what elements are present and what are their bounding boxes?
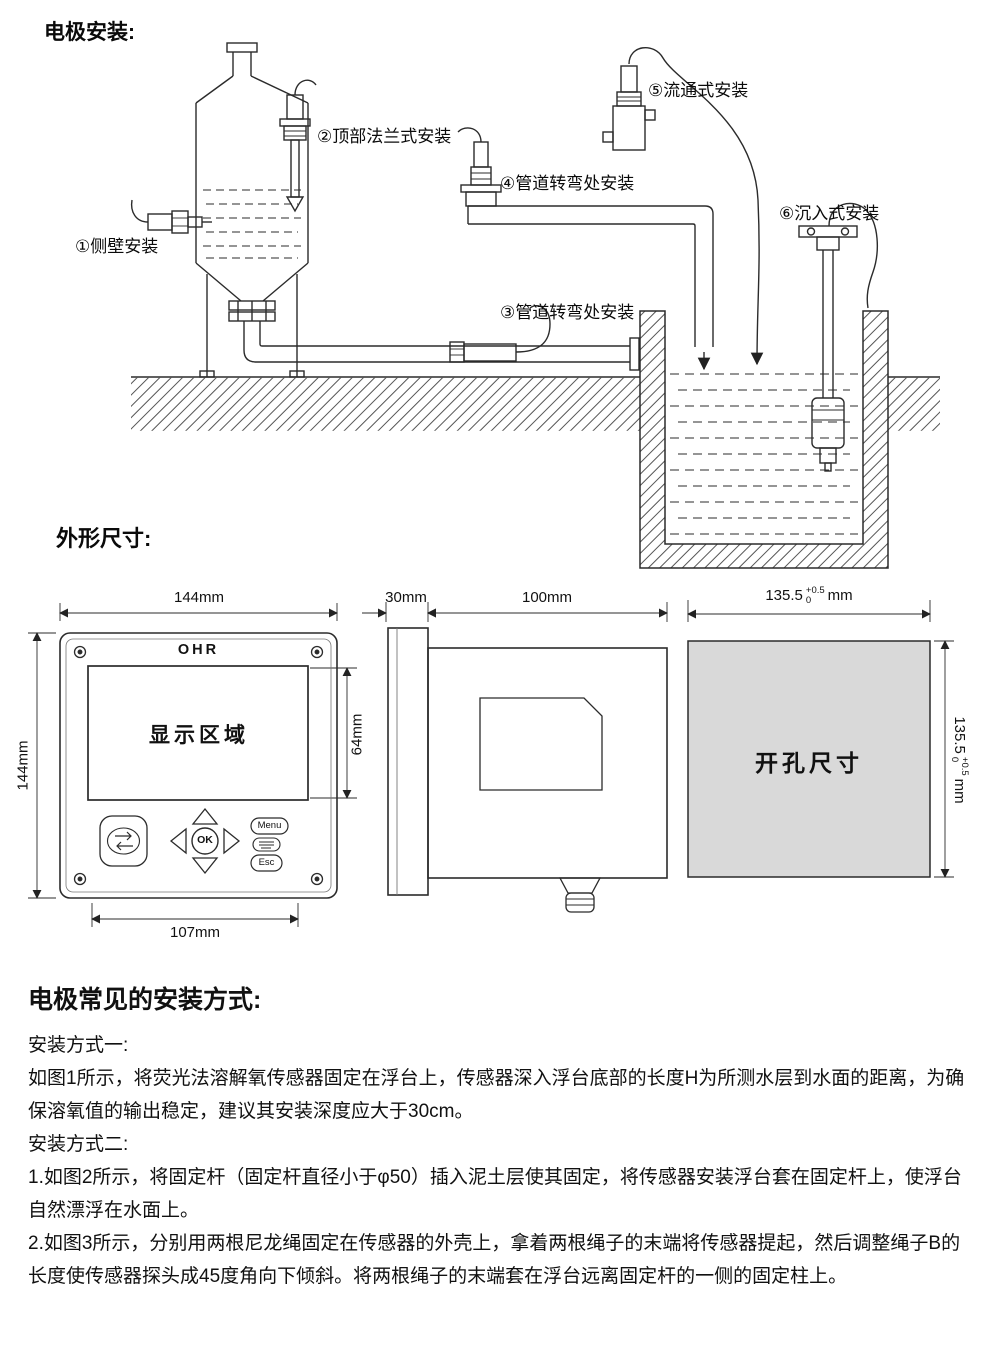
method-one-title: 安装方式一:	[28, 1035, 129, 1056]
display-area-label: 显示区域	[149, 724, 249, 747]
electrode-flow-through	[602, 47, 764, 366]
electrode-pipe-bend-lower	[449, 305, 551, 363]
cutout-size-label: 开孔尺寸	[755, 750, 863, 776]
label-pipe-bend-upper: ④管道转弯处安装	[500, 174, 634, 193]
dim-width-bottom: 107mm	[169, 924, 221, 941]
dim-depth: 100mm	[521, 589, 573, 606]
function-keys	[250, 817, 289, 872]
brand-logo: OHR	[177, 642, 220, 658]
front-bezel-side	[387, 627, 429, 896]
display-screen	[87, 665, 309, 801]
methods-heading: 电极常见的安装方式:	[28, 986, 262, 1014]
tank-liquid-dashes	[203, 189, 301, 259]
electrode-installation-diagram: ①侧壁安装 ②顶部法兰式安装 ③管道转弯处安装 ④管道转弯处安装 ⑤流通式安装 …	[75, 42, 940, 569]
cable-gland	[558, 877, 602, 913]
label-submerged: ⑥沉入式安装	[779, 204, 879, 223]
outline-dimensions-title: 外形尺寸:	[56, 526, 152, 551]
left-arrow-key	[169, 827, 187, 855]
instrument-housing	[59, 632, 338, 899]
ground-hatching	[131, 376, 940, 431]
esc-key-label: Esc	[258, 857, 275, 868]
usb-port-button	[99, 815, 148, 867]
page-key	[252, 837, 281, 852]
panel-cutout-drawing	[687, 600, 954, 878]
electrode-install-title: 电极安装:	[44, 21, 135, 44]
label-pipe-bend-lower: ③管道转弯处安装	[500, 303, 634, 322]
dim-bezel: 30mm	[385, 589, 427, 606]
installation-labels: ①侧壁安装 ②顶部法兰式安装 ③管道转弯处安装 ④管道转弯处安装 ⑤流通式安装 …	[75, 81, 879, 322]
page-key-icon	[259, 841, 274, 849]
installation-methods-section: 电极常见的安装方式: 安装方式一: 如图1所示，将荧光法溶解氧传感器固定在浮台上…	[28, 984, 970, 1293]
method-one-body: 如图1所示，将荧光法溶解氧传感器固定在浮台上，传感器深入浮台底部的长度H为所测水…	[28, 1068, 965, 1122]
electrode-side-wall	[130, 199, 212, 234]
tank-vessel	[195, 42, 309, 378]
method-two-item2: 2.如图3所示，分别用两根尼龙绳固定在传感器的外壳上，拿着两根绳子的末端将传感器…	[28, 1233, 961, 1287]
method-two-title: 安装方式二:	[28, 1134, 129, 1155]
cutout-dim-value: 135.5	[765, 586, 803, 604]
housing-body-side	[427, 647, 668, 879]
dimension-drawings	[28, 600, 954, 927]
front-dim-lines	[28, 603, 357, 927]
cutout-dim-right-value: 135.5	[951, 716, 969, 754]
water-surface-dashes	[670, 373, 858, 535]
method-two-item1: 1.如图2所示，将固定杆（固定杆直径小于φ50）插入泥土层使其固定，将传感器安装…	[28, 1167, 962, 1221]
electrode-pipe-bend-upper	[457, 127, 714, 371]
cutout-dim-lines	[687, 600, 954, 878]
transfer-arrows-icon	[115, 831, 132, 841]
side-label-plate	[479, 697, 603, 791]
electrode-top-flange	[279, 79, 317, 213]
menu-key-label: Menu	[257, 820, 282, 831]
water-pit	[639, 310, 889, 569]
front-view-drawing	[28, 603, 357, 927]
ok-key	[191, 827, 219, 855]
menu-key	[250, 817, 289, 835]
up-arrow-key	[191, 807, 219, 825]
electrode-submerged	[798, 202, 878, 472]
dim-width-top: 144mm	[173, 589, 225, 606]
label-flow-through: ⑤流通式安装	[648, 81, 748, 100]
side-dim-lines	[362, 602, 668, 622]
down-arrow-key	[191, 857, 219, 875]
dim-height-left: 144mm	[14, 740, 32, 791]
dim-display-height: 64mm	[348, 713, 366, 756]
ok-key-label: OK	[197, 834, 213, 846]
dpad-keys	[169, 807, 241, 875]
tank-outlet-pipe	[228, 300, 640, 371]
corner-screws	[73, 645, 324, 886]
label-top-flange: ②顶部法兰式安装	[317, 127, 451, 146]
right-arrow-key	[223, 827, 241, 855]
label-side-wall: ①侧壁安装	[75, 237, 158, 256]
esc-key	[250, 854, 283, 872]
cutout-square	[687, 640, 931, 878]
side-view-drawing	[362, 602, 668, 913]
